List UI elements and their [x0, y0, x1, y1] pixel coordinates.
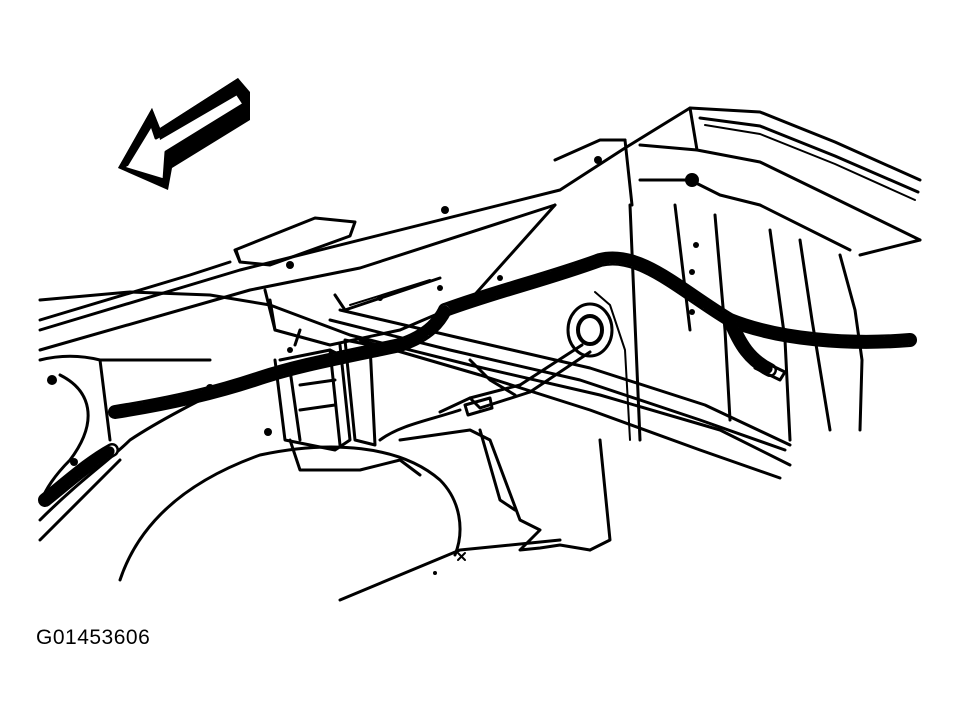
cross-member	[38, 290, 792, 480]
wheel-well	[38, 354, 462, 582]
wiring-harness	[38, 251, 917, 507]
harness-branch	[378, 358, 787, 442]
floor-lines	[338, 358, 592, 602]
figure-id-label: G01453606	[36, 626, 151, 649]
grommet	[438, 302, 614, 414]
rail-vent	[233, 216, 357, 267]
arrow-forward-icon	[118, 78, 250, 190]
fasteners	[47, 156, 699, 575]
